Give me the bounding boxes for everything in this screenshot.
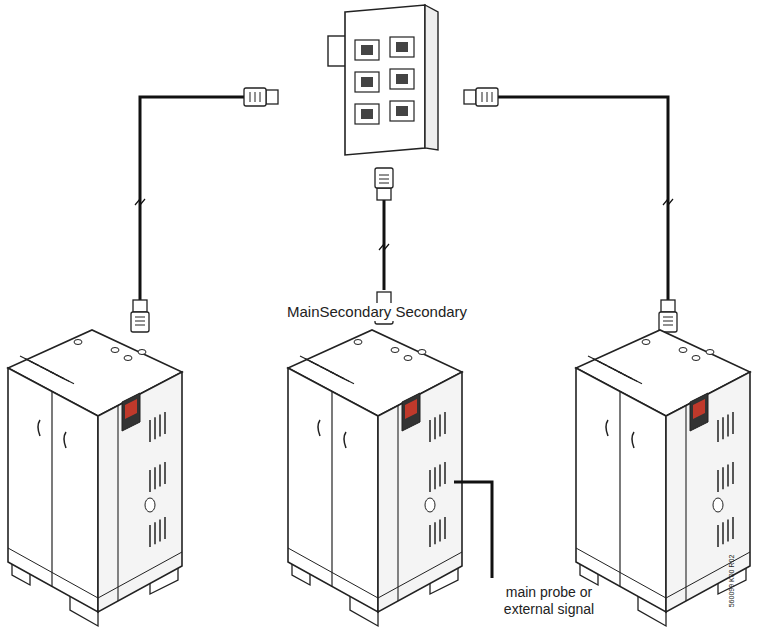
wire-note: main probe or external signal: [493, 584, 605, 618]
cable-break: [135, 199, 673, 250]
drawing-code: 560099 K00 R02: [727, 555, 737, 608]
rj45-plug: [659, 300, 677, 332]
unit-role-label: MainSecondary Secondary: [285, 303, 469, 321]
rj45-plug: [131, 300, 149, 332]
rj45-plug: [244, 88, 278, 106]
network-cable: [140, 97, 668, 300]
probe-wire: [454, 482, 492, 578]
rj45-plug: [375, 168, 393, 200]
humidifier-unit: [8, 330, 182, 626]
network-switch: [328, 5, 438, 155]
rj45-plug: [464, 88, 498, 106]
humidifier-unit: [288, 330, 462, 626]
humidifier-unit: [576, 330, 750, 626]
